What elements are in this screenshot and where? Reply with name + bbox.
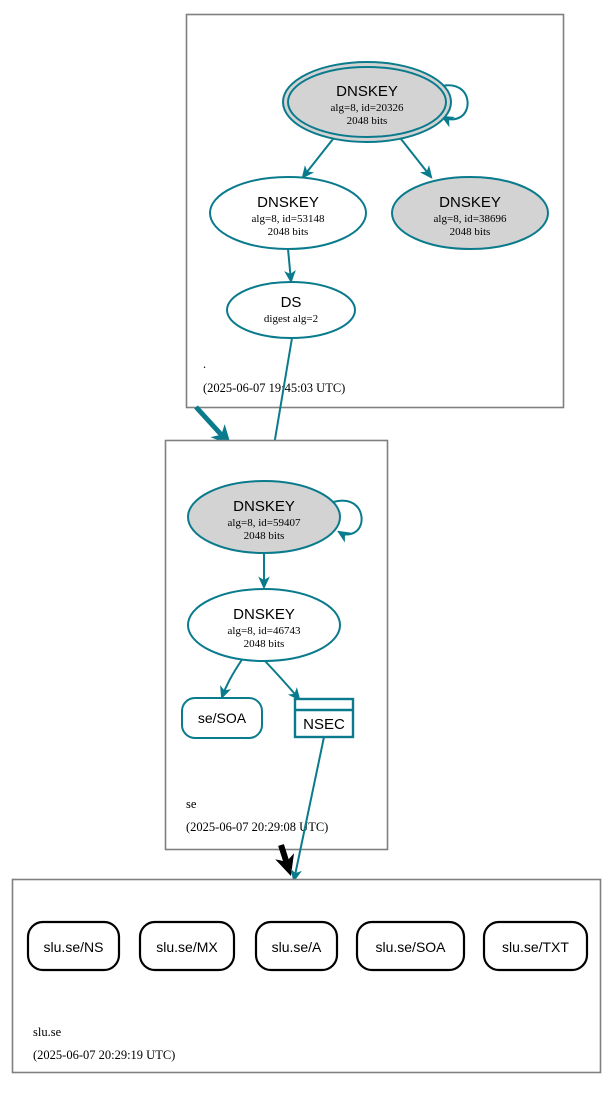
zone-slu-se-label: slu.se: [33, 1025, 62, 1039]
rrset-slu-a-shape: [254, 920, 339, 972]
node-se-ksk[interactable]: DNSKEY alg=8, id=59407 2048 bits: [187, 480, 341, 554]
rrset-slu-mx-shape: [138, 920, 236, 972]
node-root-key-38696-shape: [391, 176, 549, 250]
node-se-ksk-shape: [187, 480, 341, 554]
edge-zone-root-to-se: [194, 405, 232, 446]
node-root-ksk[interactable]: DNSKEY alg=8, id=20326 2048 bits: [282, 61, 452, 143]
node-root-ksk-title: DNSKEY: [336, 83, 398, 100]
edge-root-53148-to-ds: [284, 248, 296, 284]
rrset-se-soa-shape: [181, 697, 263, 739]
rrset-se-nsec-label: NSEC: [303, 716, 345, 733]
node-root-key-38696[interactable]: DNSKEY alg=8, id=38696 2048 bits: [391, 176, 549, 250]
node-root-zsk-53148[interactable]: DNSKEY alg=8, id=53148 2048 bits: [209, 176, 367, 250]
zone-se: DNSKEY alg=8, id=59407 2048 bits DNSKEY …: [164, 439, 389, 851]
node-root-ds-title: DS: [281, 294, 302, 311]
zone-root-label: .: [203, 357, 206, 371]
node-root-zsk-53148-keyinfo: alg=8, id=53148: [252, 213, 325, 225]
zone-slu-se: slu.se/NS slu.se/MX slu.se/A slu.se/SOA …: [11, 878, 602, 1074]
edge-se-nsec-to-slu-se: [290, 736, 325, 883]
edge-se-zsk-to-soa: [220, 657, 244, 700]
zone-slu-se-timestamp: (2025-06-07 20:29:19 UTC): [33, 1048, 175, 1062]
rrset-slu-a-label: slu.se/A: [272, 939, 322, 955]
node-se-ksk-keysize: 2048 bits: [244, 530, 285, 542]
node-root-key-38696-title: DNSKEY: [439, 194, 501, 211]
rrset-slu-ns-shape: [26, 920, 121, 972]
zone-se-label: se: [186, 797, 197, 811]
node-root-key-38696-keyinfo: alg=8, id=38696: [434, 213, 507, 225]
rrset-slu-txt-label: slu.se/TXT: [502, 939, 569, 955]
rrset-se-nsec[interactable]: NSEC: [293, 697, 355, 739]
node-root-ksk-inner-ring: [287, 66, 447, 138]
rrset-slu-ns[interactable]: slu.se/NS: [26, 920, 121, 972]
rrset-slu-mx-label: slu.se/MX: [156, 939, 218, 955]
rrset-slu-soa-shape: [355, 920, 466, 972]
node-se-zsk[interactable]: DNSKEY alg=8, id=46743 2048 bits: [187, 588, 341, 662]
rrset-slu-txt[interactable]: slu.se/TXT: [482, 920, 589, 972]
rrset-slu-ns-label: slu.se/NS: [44, 939, 104, 955]
zone-slu-se-border: [11, 878, 602, 1074]
rrset-slu-a[interactable]: slu.se/A: [254, 920, 339, 972]
node-root-key-38696-keysize: 2048 bits: [450, 226, 491, 238]
node-se-zsk-keyinfo: alg=8, id=46743: [228, 625, 301, 637]
zone-root-timestamp: (2025-06-07 19:45:03 UTC): [203, 381, 345, 395]
node-root-ds-digest: digest alg=2: [264, 313, 318, 325]
zone-root: DNSKEY alg=8, id=20326 2048 bits DNSKEY …: [185, 13, 565, 409]
zone-se-timestamp: (2025-06-07 20:29:08 UTC): [186, 820, 328, 834]
rrset-slu-txt-shape: [482, 920, 589, 972]
edge-root-ksk-to-38696: [400, 138, 433, 179]
node-se-zsk-title: DNSKEY: [233, 606, 295, 623]
rrset-se-soa-label: se/SOA: [198, 710, 247, 726]
node-root-ksk-keyinfo: alg=8, id=20326: [331, 102, 404, 114]
edge-se-ksk-self-sign: [332, 499, 363, 543]
node-se-zsk-shape: [187, 588, 341, 662]
node-root-ds[interactable]: DS digest alg=2: [226, 281, 356, 339]
node-root-ksk-keysize: 2048 bits: [347, 115, 388, 127]
edge-root-ksk-self-sign: [436, 84, 469, 128]
node-root-zsk-53148-title: DNSKEY: [257, 194, 319, 211]
node-se-ksk-title: DNSKEY: [233, 498, 295, 515]
rrset-se-soa[interactable]: se/SOA: [181, 697, 263, 739]
edge-zone-se-to-slu-se: [275, 844, 295, 877]
rrset-slu-soa[interactable]: slu.se/SOA: [355, 920, 466, 972]
node-root-zsk-53148-keysize: 2048 bits: [268, 226, 309, 238]
node-se-zsk-keysize: 2048 bits: [244, 638, 285, 650]
rrset-slu-soa-label: slu.se/SOA: [375, 939, 446, 955]
edge-root-ksk-to-53148: [301, 138, 334, 179]
node-se-ksk-keyinfo: alg=8, id=59407: [228, 517, 301, 529]
edge-se-zsk-to-nsec: [264, 660, 301, 701]
rrset-slu-mx[interactable]: slu.se/MX: [138, 920, 236, 972]
node-root-zsk-53148-shape: [209, 176, 367, 250]
